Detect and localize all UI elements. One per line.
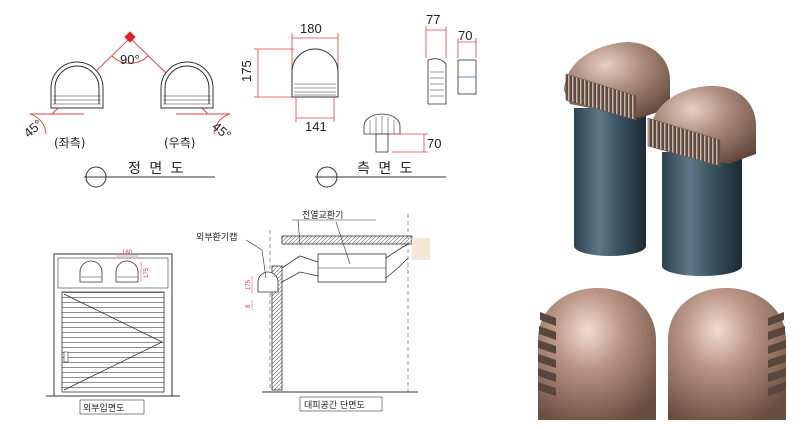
right-label: (우측) <box>164 136 195 150</box>
section-dim-175: 175 <box>246 279 252 290</box>
angle-left-label: 45° <box>21 116 46 140</box>
front-view-title: 정 면 도 <box>128 161 186 177</box>
label-heat-exchanger: 전열교환기 <box>302 209 343 221</box>
right-cap-3d <box>647 86 756 167</box>
section-dim-8: 8 <box>246 304 252 308</box>
shelter-section: 외부환기캡 전열교환기 175 8 대피공간 단면도 <box>196 209 430 412</box>
side-view-title: 측 면 도 <box>357 161 415 177</box>
dim-width-label: 180 <box>300 21 322 36</box>
right-pipe <box>662 152 742 276</box>
small-dome <box>363 113 401 153</box>
left-pipe <box>574 108 646 256</box>
bottom-right-dome <box>668 288 786 420</box>
elevation-dim-w: 180 <box>122 250 133 256</box>
elevation-dim-h: 175 <box>144 267 150 278</box>
left-cap-outline <box>50 61 104 109</box>
wall-cap <box>257 271 279 293</box>
product-render <box>538 42 786 420</box>
apex-marker-icon <box>124 31 136 43</box>
dim-small-label: 70 <box>427 136 441 151</box>
front-view: 90° 45° 45° (좌측) (우측) 정 <box>21 31 234 188</box>
dim-depth-top-label: 77 <box>426 12 440 27</box>
angle-top-label: 90° <box>120 52 140 67</box>
bottom-left-dome <box>538 288 656 420</box>
dim-height-label: 175 <box>239 60 254 82</box>
left-cap-3d <box>564 42 670 121</box>
dim-depth-label: 70 <box>458 28 472 43</box>
angle-right-label: 45° <box>209 119 234 143</box>
depth-profile <box>427 58 477 105</box>
section-caption: 대피공간 단면도 <box>304 400 365 411</box>
side-view: 180 175 141 77 70 <box>239 12 477 188</box>
elevation-caption: 외부입면도 <box>83 402 124 414</box>
right-cap-outline <box>160 61 214 109</box>
door-panel <box>61 291 165 393</box>
door-handle-icon <box>63 351 69 363</box>
side-cap-outline <box>291 48 339 98</box>
left-label: (좌측) <box>54 136 85 150</box>
label-exterior-cap: 외부환기캡 <box>196 231 237 243</box>
dim-bottom-label: 141 <box>305 119 327 134</box>
external-elevation: 180 175 외부입면도 <box>46 250 180 415</box>
